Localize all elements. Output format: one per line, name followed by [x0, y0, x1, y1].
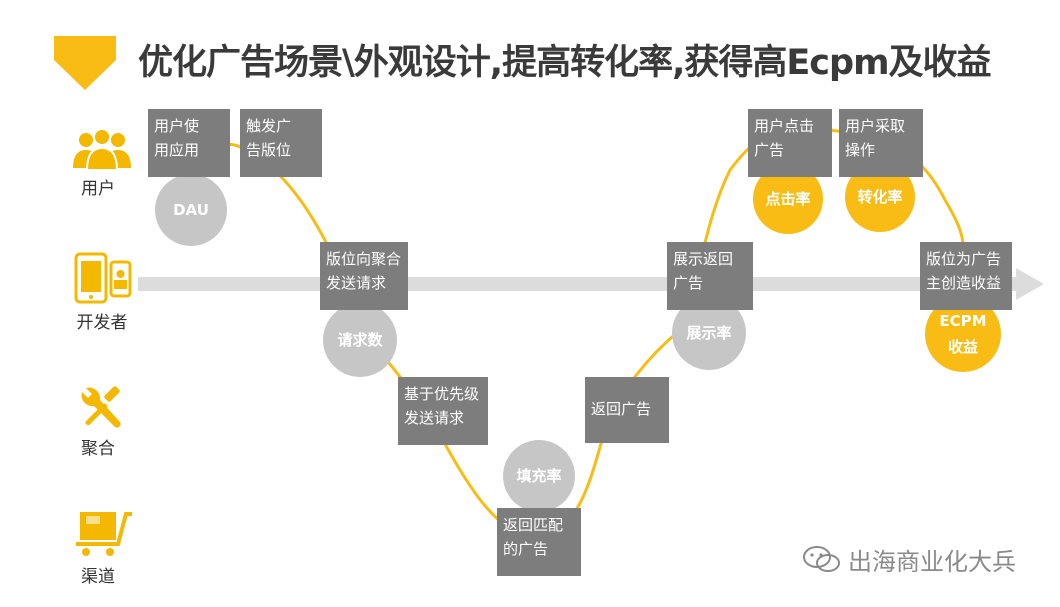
timeline-arrow [138, 268, 1044, 300]
box-slot-request: 版位向聚合 发送请求 [320, 242, 408, 310]
circle-request-count: 请求数 [323, 303, 397, 377]
box-display-return: 展示返回 广告 [667, 242, 753, 310]
circle-fill-rate: 填充率 [503, 440, 575, 512]
page-title: 优化广告场景\外观设计,提高转化率,获得高Ecpm及收益 [138, 43, 992, 83]
watermark-text: 出海商业化大兵 [848, 548, 1016, 576]
users-icon [73, 128, 131, 170]
title-flag-icon [54, 36, 116, 90]
box-user-click: 用户点击 广告 [748, 109, 832, 177]
box-priority-request: 基于优先级 发送请求 [398, 377, 488, 445]
box-return-ad: 返回广告 [585, 377, 669, 443]
lane-label-aggregation: 聚合 [81, 439, 115, 459]
lane-label-developer: 开发者 [76, 313, 128, 333]
box-slot-revenue: 版位为广告 主创造收益 [920, 242, 1012, 310]
circle-dau: DAU [155, 174, 227, 246]
wrench-screwdriver-icon [81, 386, 121, 428]
phone-developer-icon [74, 252, 132, 304]
wechat-icon [803, 546, 840, 572]
box-user-action: 用户采取 操作 [839, 109, 923, 177]
box-return-matched: 返回匹配 的广告 [497, 508, 581, 576]
box-trigger-slot: 触发广 告版位 [240, 109, 322, 177]
box-use-app: 用户使 用应用 [148, 109, 230, 177]
cart-icon [76, 512, 132, 556]
lane-label-user: 用户 [81, 179, 115, 199]
lane-label-channel: 渠道 [81, 567, 115, 587]
